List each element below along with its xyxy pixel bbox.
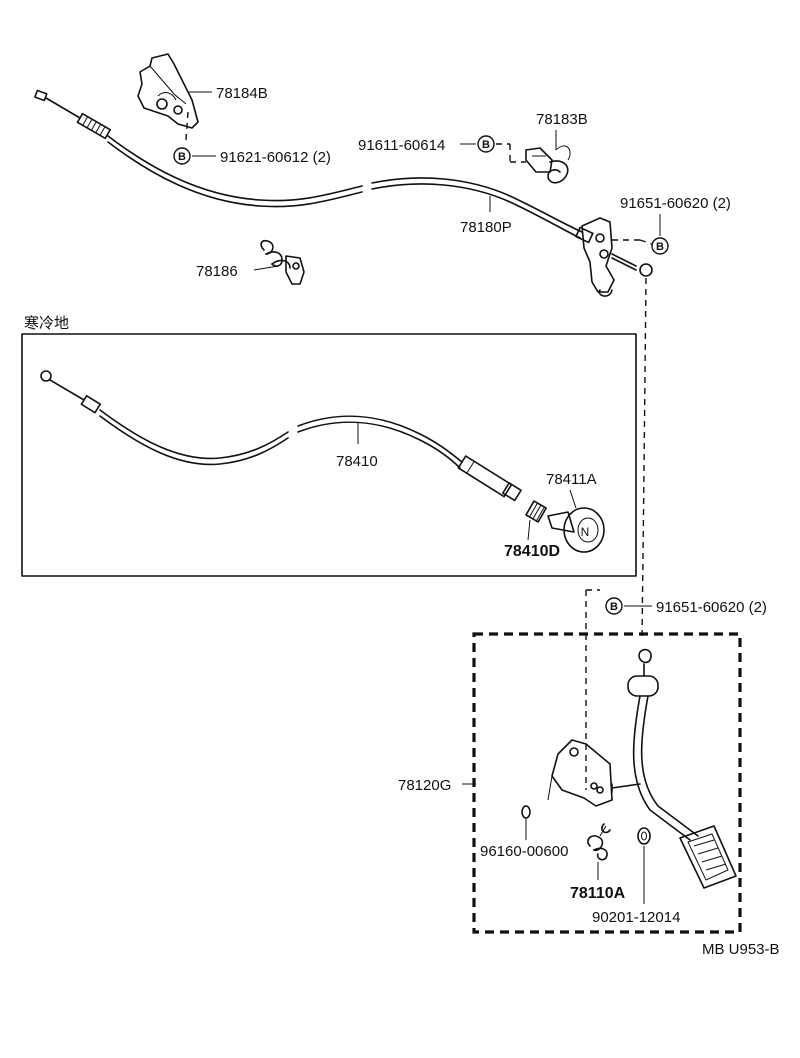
- svg-text:B: B: [482, 139, 490, 151]
- knob-78411a: N: [547, 507, 605, 553]
- label-78110a: 78110A: [570, 885, 626, 902]
- label-78410d: 78410D: [504, 543, 560, 560]
- pedal-assembly-frame: [472, 632, 742, 934]
- label-78120g: 78120G: [398, 777, 451, 794]
- spring-78186: [260, 239, 305, 285]
- label-91621-60612: 91621-60612 (2): [220, 149, 331, 166]
- label-78410: 78410: [336, 453, 378, 470]
- washer-right: [637, 827, 651, 845]
- svg-text:B: B: [178, 151, 186, 163]
- main-accelerator-cable: [34, 89, 594, 244]
- cold-cable-78410: [40, 370, 522, 502]
- bolt-symbol-2: B: [477, 135, 495, 153]
- cold-region-box: [21, 333, 637, 577]
- label-91611-60614: 91611-60614: [358, 137, 445, 154]
- label-96160-00600: 96160-00600: [480, 843, 568, 860]
- cable-end-bracket: [581, 217, 653, 297]
- cold-region-label: 寒冷地: [24, 314, 69, 332]
- spring-78110a: [587, 823, 611, 861]
- accelerator-pedal: [611, 648, 737, 889]
- knob-nut-78410d: [525, 500, 547, 523]
- label-91651-60620-top: 91651-60620 (2): [620, 195, 731, 212]
- page-code: MB U953-B: [702, 941, 780, 958]
- label-91651-60620-mid: 91651-60620 (2): [656, 599, 767, 616]
- bolt-symbol-4: B: [605, 597, 623, 615]
- label-78184b: 78184B: [216, 85, 268, 102]
- label-78183b: 78183B: [536, 111, 588, 128]
- label-78180p: 78180P: [460, 219, 512, 236]
- clip-78183b: [509, 144, 571, 184]
- pedal-bracket: [547, 739, 613, 807]
- knob-marking-icon: N: [581, 525, 590, 539]
- bolt-symbol-1: B: [173, 147, 191, 165]
- bracket-78184b: [137, 53, 199, 141]
- bolt-symbol-3: B: [651, 237, 669, 255]
- svg-text:B: B: [610, 601, 618, 613]
- connector-line-main: [641, 277, 647, 641]
- washer-left: [521, 805, 531, 819]
- label-78411a: 78411A: [546, 471, 597, 488]
- label-90201-12014: 90201-12014: [592, 909, 680, 926]
- label-78186: 78186: [196, 263, 238, 280]
- svg-text:B: B: [656, 241, 664, 253]
